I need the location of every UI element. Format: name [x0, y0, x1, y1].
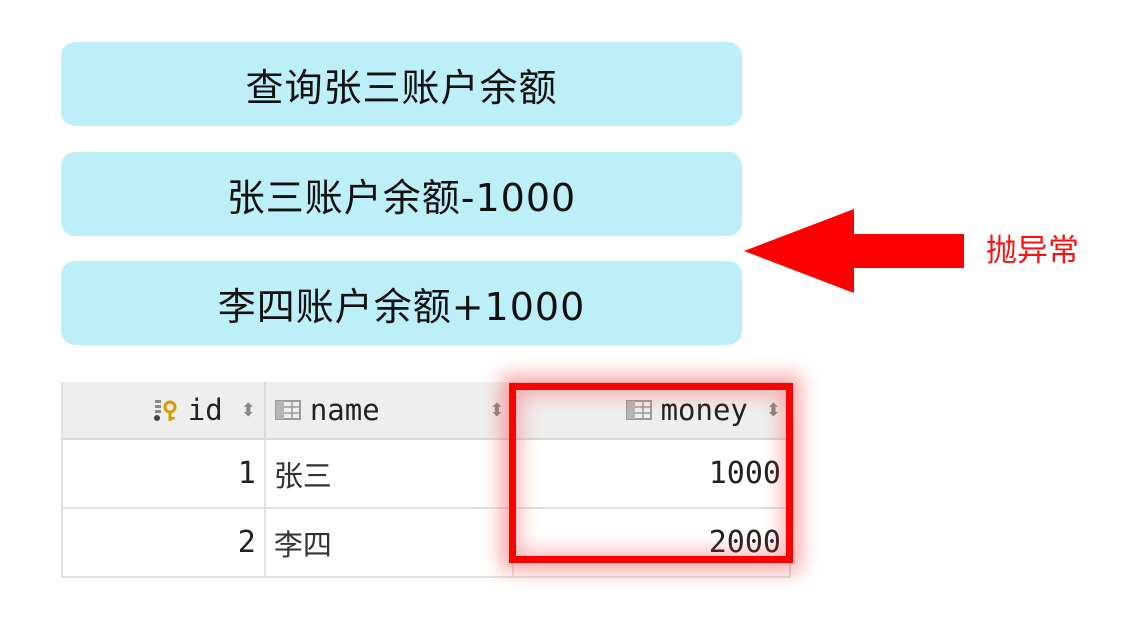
cell-name[interactable]: 李四 — [264, 508, 515, 578]
cell-id[interactable]: 2 — [61, 508, 266, 578]
cell-name-text: 李四 — [273, 527, 332, 562]
column-header-money[interactable]: money ⬍ — [513, 382, 791, 440]
column-header-id[interactable]: id ⬍ — [61, 382, 266, 440]
cell-id[interactable]: 1 — [61, 439, 266, 509]
cell-money[interactable]: 1000 — [513, 439, 791, 509]
primary-key-column-icon — [153, 400, 177, 421]
exception-label: 抛异常 — [986, 233, 1079, 269]
exception-arrow-icon — [744, 209, 964, 293]
sort-arrows-icon[interactable]: ⬍ — [765, 399, 781, 421]
sort-arrows-icon[interactable]: ⬍ — [489, 399, 505, 421]
column-label-id: id — [187, 393, 223, 427]
table-column-icon — [625, 400, 652, 420]
step-lisi-plus-1000: 李四账户余额+1000 — [61, 261, 742, 345]
step-query-zhangsan-balance: 查询张三账户余额 — [61, 42, 742, 126]
cell-money[interactable]: 2000 — [513, 508, 791, 578]
step-label: 张三账户余额-1000 — [226, 175, 577, 220]
sort-arrows-icon[interactable]: ⬍ — [240, 399, 256, 421]
table-column-icon — [274, 400, 301, 420]
table-row[interactable]: 2 李四 2000 — [61, 508, 791, 578]
step-zhangsan-minus-1000: 张三账户余额-1000 — [61, 152, 742, 236]
column-label-money: money — [660, 393, 748, 427]
step-label: 查询张三账户余额 — [245, 65, 558, 110]
table-header-row: id ⬍ name ⬍ — [61, 382, 791, 440]
cell-name[interactable]: 张三 — [264, 439, 515, 509]
column-label-name: name — [309, 393, 380, 427]
cell-name-text: 张三 — [273, 458, 332, 493]
accounts-table: id ⬍ name ⬍ — [61, 382, 791, 578]
table-row[interactable]: 1 张三 1000 — [61, 439, 791, 509]
step-label: 李四账户余额+1000 — [217, 284, 586, 329]
column-header-name[interactable]: name ⬍ — [264, 382, 515, 440]
